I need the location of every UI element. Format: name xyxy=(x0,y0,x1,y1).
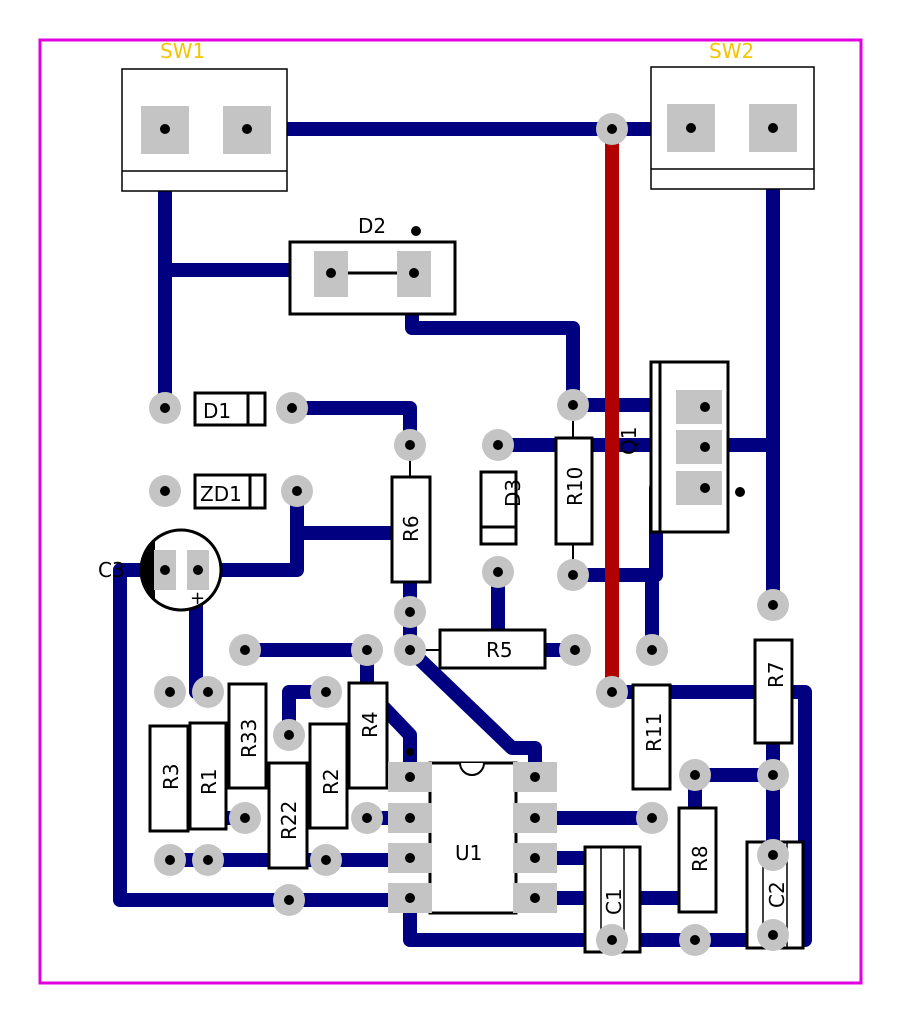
drill-hole xyxy=(240,813,250,823)
drill-hole xyxy=(321,855,331,865)
label-r3: R3 xyxy=(159,763,183,790)
zener-zd1[interactable]: ZD1 xyxy=(193,473,267,510)
drill-hole xyxy=(690,935,700,945)
diode-d2[interactable]: D2 xyxy=(288,214,457,316)
label-c1: C1 xyxy=(602,888,626,915)
drill-hole xyxy=(240,645,250,655)
ic-u1[interactable]: U1 xyxy=(388,748,557,915)
label-r7: R7 xyxy=(764,661,788,688)
label-r5: R5 xyxy=(486,638,513,662)
label-sw1: SW1 xyxy=(160,39,205,63)
trace-d1-r6 xyxy=(285,401,417,452)
label-c2: C2 xyxy=(765,881,789,908)
drill-hole xyxy=(160,403,170,413)
resistor-r1[interactable]: R1 xyxy=(188,721,228,831)
label-r4: R4 xyxy=(358,711,382,738)
transistor-q1[interactable]: Q1 xyxy=(617,360,745,534)
drill-hole xyxy=(292,486,302,496)
diode-d3[interactable]: D3 xyxy=(479,470,525,546)
drill-hole xyxy=(284,730,294,740)
drill-hole xyxy=(568,400,578,410)
drill-hole xyxy=(160,486,170,496)
diode-d1[interactable]: D1 xyxy=(193,391,267,427)
resistor-r6[interactable]: R6 xyxy=(390,445,432,584)
drill-hole xyxy=(165,687,175,697)
resistor-r4[interactable]: R4 xyxy=(347,681,389,790)
drill-hole xyxy=(493,567,503,577)
label-d3: D3 xyxy=(501,479,525,507)
drill-hole xyxy=(768,770,778,780)
label-r6: R6 xyxy=(399,515,423,542)
trace-u1-r8 xyxy=(528,768,780,905)
drill-hole xyxy=(690,770,700,780)
drill-hole xyxy=(203,855,213,865)
round-pads xyxy=(149,113,789,956)
label-zd1: ZD1 xyxy=(200,482,242,506)
resistor-r10[interactable]: R10 xyxy=(554,405,594,575)
drill-hole xyxy=(493,440,503,450)
label-d1: D1 xyxy=(203,399,231,423)
drill-hole xyxy=(647,645,657,655)
resistor-r5[interactable]: R5 xyxy=(410,628,547,670)
resistor-r3[interactable]: R3 xyxy=(148,724,190,833)
resistor-r7[interactable]: R7 xyxy=(753,638,794,745)
drill-hole xyxy=(768,600,778,610)
drill-hole xyxy=(362,813,372,823)
drill-hole xyxy=(405,645,415,655)
drill-hole xyxy=(568,570,578,580)
label-r8: R8 xyxy=(688,845,712,872)
drill-hole xyxy=(287,403,297,413)
drill-hole xyxy=(405,440,415,450)
drill-hole xyxy=(768,850,778,860)
trace-zd1-c3 xyxy=(189,484,304,577)
label-r33: R33 xyxy=(237,719,261,758)
label-r11: R11 xyxy=(642,713,666,752)
switch-sw2[interactable]: SW2 xyxy=(650,39,815,190)
drill-hole xyxy=(165,855,175,865)
label-d2: D2 xyxy=(358,214,386,238)
drill-hole xyxy=(405,607,415,617)
switch-sw1[interactable]: SW1 xyxy=(121,39,288,192)
capacitor-c3[interactable]: C3 + xyxy=(98,528,223,612)
label-r22: R22 xyxy=(277,801,301,840)
label-r1: R1 xyxy=(197,768,221,795)
drill-hole xyxy=(607,687,617,697)
label-u1: U1 xyxy=(455,841,482,865)
drill-hole xyxy=(570,645,580,655)
resistor-r33[interactable]: R33 xyxy=(227,682,268,790)
drill-hole xyxy=(647,813,657,823)
drill-hole xyxy=(607,124,617,134)
drill-hole xyxy=(607,935,617,945)
label-q1: Q1 xyxy=(617,427,641,455)
resistor-r22[interactable]: R22 xyxy=(267,761,309,870)
c3-plus-mark: + xyxy=(190,588,205,609)
drill-hole xyxy=(321,687,331,697)
label-r2: R2 xyxy=(319,768,343,795)
label-c3: C3 xyxy=(98,558,125,582)
resistor-r2[interactable]: R2 xyxy=(308,722,349,830)
board-outline xyxy=(38,38,863,985)
drill-hole xyxy=(284,895,294,905)
label-r10: R10 xyxy=(563,467,587,506)
drill-hole xyxy=(203,687,213,697)
label-sw2: SW2 xyxy=(709,39,754,63)
drill-hole xyxy=(362,645,372,655)
resistor-r8[interactable]: R8 xyxy=(677,806,718,914)
trace-q1-r11 xyxy=(645,568,663,657)
drill-hole xyxy=(768,930,778,940)
resistor-r11[interactable]: R11 xyxy=(631,683,672,791)
